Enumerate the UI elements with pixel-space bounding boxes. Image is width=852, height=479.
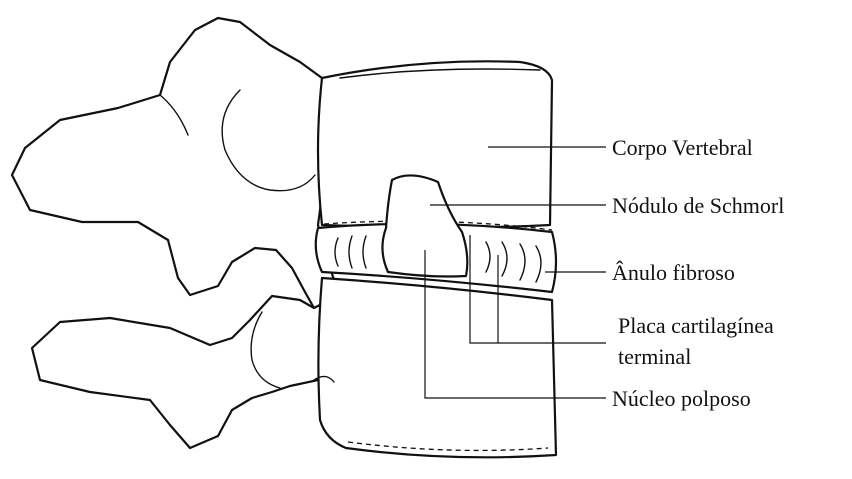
- label-placa-cartilaginea-line2: terminal: [618, 344, 691, 369]
- upper-posterior-elements: [12, 18, 334, 308]
- label-anulo-fibroso: Ânulo fibroso: [612, 260, 735, 285]
- label-placa-cartilaginea-line1: Placa cartilagínea: [618, 313, 774, 338]
- label-corpo-vertebral: Corpo Vertebral: [612, 135, 753, 160]
- lower-posterior-elements: [32, 296, 330, 448]
- lower-vertebral-body: [318, 278, 556, 457]
- label-nodulo-schmorl: Nódulo de Schmorl: [612, 193, 784, 218]
- label-nucleo-polposo: Núcleo polposo: [612, 386, 751, 411]
